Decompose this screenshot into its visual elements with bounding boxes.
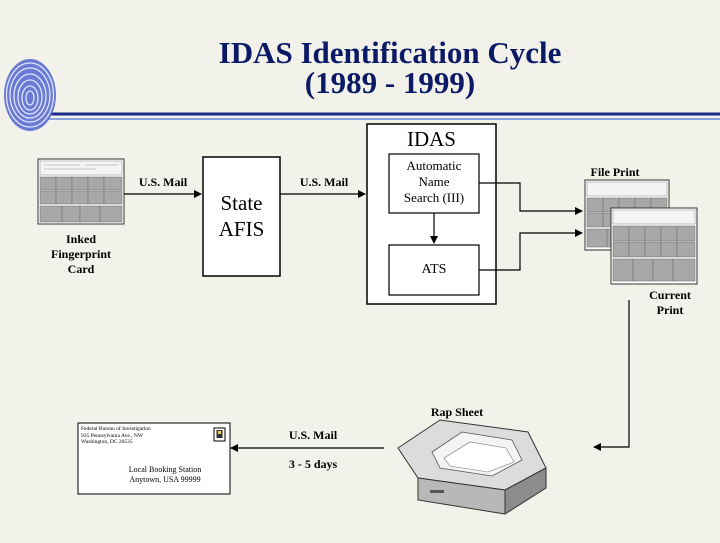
state-afis-line-1: State [220, 191, 263, 215]
inked-card-label-line-2: Fingerprint [51, 247, 111, 261]
name-search-line-3: Search (III) [403, 190, 465, 205]
recipient-line-1: Local Booking Station [128, 465, 202, 474]
inked-card-label-line-1: Inked [65, 232, 97, 246]
name-search-label: Automatic Name Search (III) [389, 158, 479, 206]
state-afis-line-2: AFIS [218, 217, 265, 241]
file-print-label: File Print [590, 165, 640, 179]
idas-title: IDAS [406, 127, 456, 151]
name-search-box [388, 153, 480, 214]
recipient-line-2: Anytown, USA 99999 [129, 475, 201, 484]
return-address-line-1: Federal Bureau of Investigation [81, 426, 151, 432]
ats-label: ATS [421, 262, 447, 277]
current-print-line-1: Current [649, 288, 691, 302]
mail-label-2: U.S. Mail [299, 175, 349, 189]
slide-title-line-2: (1989 - 1999) [304, 65, 476, 100]
state-afis-box [202, 156, 281, 277]
rap-sheet-label: Rap Sheet [430, 405, 484, 419]
arrow-print-to-rap-sheet [593, 300, 630, 451]
envelope-recipient: Local Booking Station Anytown, USA 99999 [110, 465, 220, 485]
current-print-label: Current Print [640, 288, 700, 318]
envelope-icon [77, 422, 231, 495]
ats-box [388, 244, 480, 296]
name-search-line-2: Name [418, 174, 450, 189]
current-print-card-icon [610, 207, 698, 285]
title-rule [48, 112, 720, 120]
envelope-return-address: Federal Bureau of Investigation 935 Penn… [81, 426, 211, 446]
slide-title-line-1: IDAS Identification Cycle [218, 35, 562, 70]
state-afis-label: State AFIS [203, 190, 280, 242]
return-address-line-3: Washington, DC 20535 [81, 439, 133, 445]
inked-card-label-line-3: Card [67, 262, 95, 276]
return-address-line-2: 935 Pennsylvania Ave., NW [81, 432, 144, 439]
printer-icon [397, 419, 547, 515]
mail-label-1: U.S. Mail [138, 175, 188, 189]
inked-card-label: Inked Fingerprint Card [43, 232, 119, 277]
mail-return-label: U.S. Mail [288, 428, 338, 442]
mail-return-duration: 3 - 5 days [288, 457, 338, 471]
arrow-search-to-file-print [479, 182, 583, 215]
current-print-line-2: Print [656, 303, 684, 317]
fingerprint-logo-icon [4, 59, 56, 131]
arrow-ats-to-current-print [479, 229, 583, 271]
name-search-line-1: Automatic [406, 158, 462, 173]
inked-fingerprint-card-icon [37, 158, 125, 225]
